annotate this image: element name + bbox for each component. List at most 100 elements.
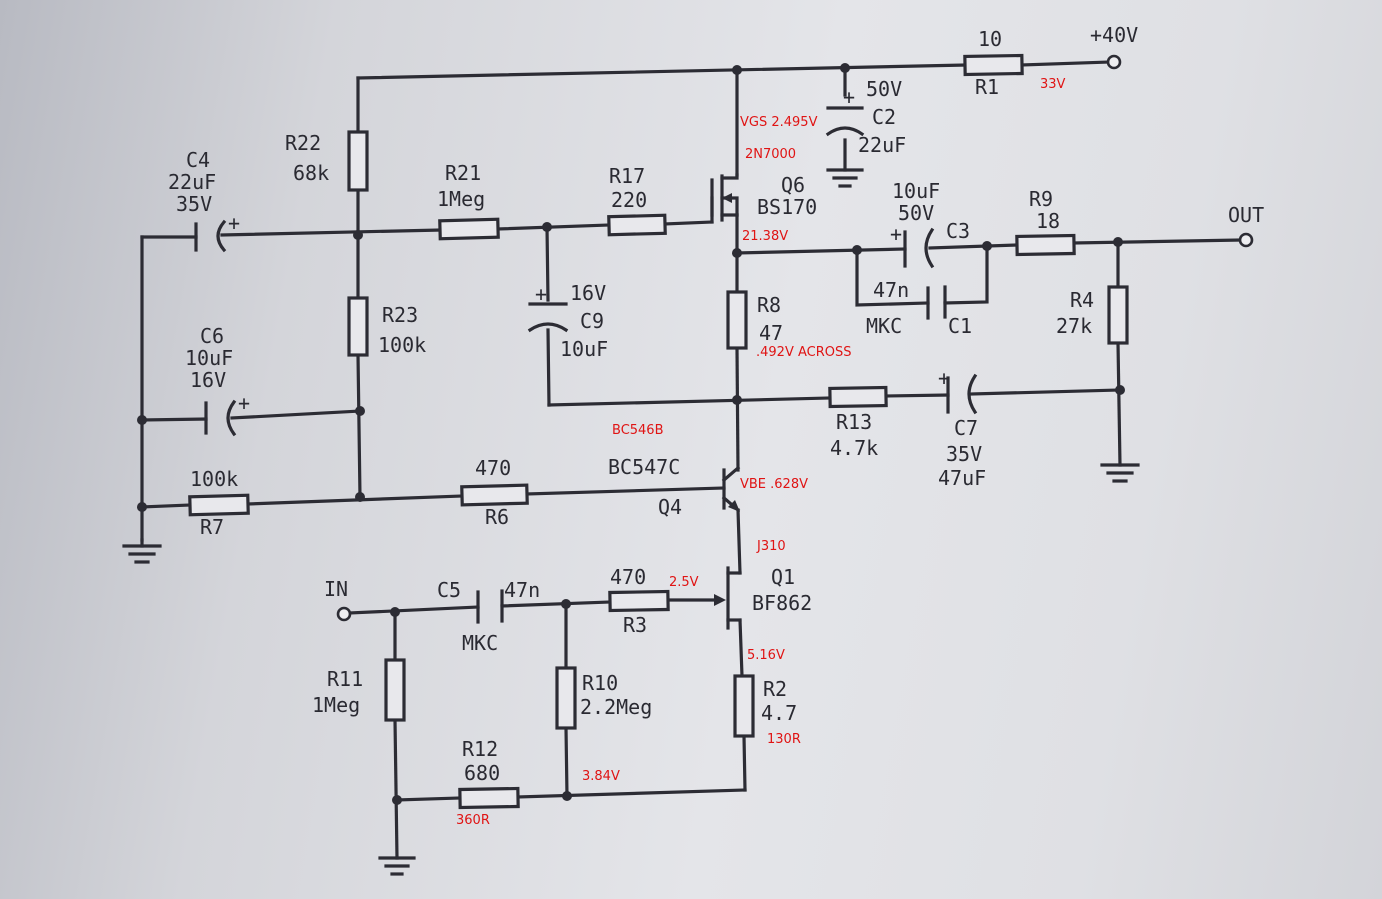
- c1-value: 47n: [873, 278, 909, 302]
- r12-body: [458, 786, 520, 810]
- measurement-annotations: 33V VGS 2.495V 2N7000 21.38V .492V ACROS…: [456, 77, 1066, 828]
- q4-name: Q4: [658, 495, 682, 519]
- c3-voltage: 50V: [898, 201, 934, 225]
- r17-value: 220: [611, 188, 647, 212]
- component-labels: C4 22uF 35V R22 68k R23 100k R21 1Meg R1…: [168, 23, 1264, 785]
- r1-value: 10: [978, 27, 1002, 51]
- r6-body: [460, 483, 529, 507]
- q1-name: Q1: [771, 565, 795, 589]
- r10-node-voltage-note: 3.84V: [582, 769, 620, 784]
- r9-value: 18: [1036, 209, 1060, 233]
- c5-type: MKC: [462, 631, 498, 655]
- c4-name: C4: [186, 148, 210, 172]
- r8-drop-note: .492V ACROSS: [756, 345, 851, 360]
- r4-body: [1107, 285, 1129, 345]
- r9-name: R9: [1029, 187, 1053, 211]
- out-label: OUT: [1228, 203, 1264, 227]
- supply-label: +40V: [1090, 23, 1138, 47]
- r13-value: 4.7k: [830, 436, 878, 460]
- r21-body: [438, 217, 500, 241]
- c5-value: 47n: [504, 578, 540, 602]
- r13-name: R13: [836, 410, 872, 434]
- r22-value: 68k: [293, 161, 329, 185]
- q1-gate-voltage-note: 2.5V: [669, 575, 699, 590]
- svg-text:+: +: [535, 282, 547, 306]
- r22-name: R22: [285, 131, 321, 155]
- supply-terminal: [1106, 54, 1122, 70]
- q1-substitute-note: J310: [756, 539, 786, 554]
- c6-name: C6: [200, 324, 224, 348]
- r11-name: R11: [327, 667, 363, 691]
- out-terminal: [1238, 232, 1254, 248]
- q1-source-voltage-note: 5.16V: [747, 648, 785, 663]
- r11-body: [384, 658, 406, 722]
- vgs-note: VGS 2.495V: [740, 115, 818, 130]
- c2-value: 22uF: [858, 133, 906, 157]
- terminals: [336, 54, 1254, 622]
- c4-voltage: 35V: [176, 192, 212, 216]
- q1-value: BF862: [752, 591, 812, 615]
- r10-body: [555, 666, 577, 730]
- r12-value: 680: [464, 761, 500, 785]
- r10-name: R10: [582, 671, 618, 695]
- junctions: [137, 63, 1125, 805]
- c1-type: MKC: [866, 314, 902, 338]
- c3-name: C3: [946, 219, 970, 243]
- svg-text:+: +: [890, 222, 902, 246]
- c2-name: C2: [872, 105, 896, 129]
- c1-name: C1: [948, 314, 972, 338]
- grounds: [122, 168, 1140, 876]
- r12-substitute-note: 360R: [456, 813, 490, 828]
- q6-substitute-note: 2N7000: [745, 147, 796, 162]
- transistors: [710, 173, 742, 630]
- c4-value: 22uF: [168, 170, 216, 194]
- c5-name: C5: [437, 578, 461, 602]
- r4-value: 27k: [1056, 314, 1092, 338]
- r1-body: [963, 53, 1024, 77]
- r2-substitute-note: 130R: [767, 732, 801, 747]
- r2-value: 4.7: [761, 701, 797, 725]
- r10-value: 2.2Meg: [580, 695, 652, 719]
- r21-name: R21: [445, 161, 481, 185]
- q6-source-voltage-note: 21.38V: [742, 229, 788, 244]
- ground-symbol: [1100, 463, 1140, 483]
- c7-name: C7: [954, 416, 978, 440]
- ground-symbol: [122, 538, 162, 564]
- r9-body: [1015, 233, 1076, 257]
- c7-voltage: 35V: [946, 442, 982, 466]
- r3-value: 470: [610, 565, 646, 589]
- r7-name: R7: [200, 515, 224, 539]
- r11-value: 1Meg: [312, 693, 360, 717]
- c2-voltage: 50V: [866, 77, 902, 101]
- r8-body: [726, 290, 748, 350]
- r2-body: [733, 674, 755, 738]
- r2-name: R2: [763, 677, 787, 701]
- c9-value: 10uF: [560, 337, 608, 361]
- c3-value: 10uF: [892, 179, 940, 203]
- c9-name: C9: [580, 309, 604, 333]
- q6-value: BS170: [757, 195, 817, 219]
- c9-voltage: 16V: [570, 281, 606, 305]
- capacitors: + + + + + +: [194, 85, 978, 624]
- r17-name: R17: [609, 164, 645, 188]
- r3-name: R3: [623, 613, 647, 637]
- r12-name: R12: [462, 737, 498, 761]
- ground-symbol: [378, 856, 416, 876]
- r23-body: [347, 296, 369, 357]
- c6-value: 10uF: [185, 346, 233, 370]
- r6-value: 470: [475, 456, 511, 480]
- wires: [140, 60, 1242, 860]
- r23-value: 100k: [378, 333, 426, 357]
- c6-voltage: 16V: [190, 368, 226, 392]
- r7-value: 100k: [190, 467, 238, 491]
- r23-name: R23: [382, 303, 418, 327]
- r8-value: 47: [759, 321, 783, 345]
- r4-name: R4: [1070, 288, 1094, 312]
- svg-text:+: +: [238, 391, 250, 415]
- r22-body: [347, 130, 369, 192]
- resistors: [188, 53, 1129, 810]
- r13-body: [828, 385, 888, 409]
- r21-value: 1Meg: [437, 187, 485, 211]
